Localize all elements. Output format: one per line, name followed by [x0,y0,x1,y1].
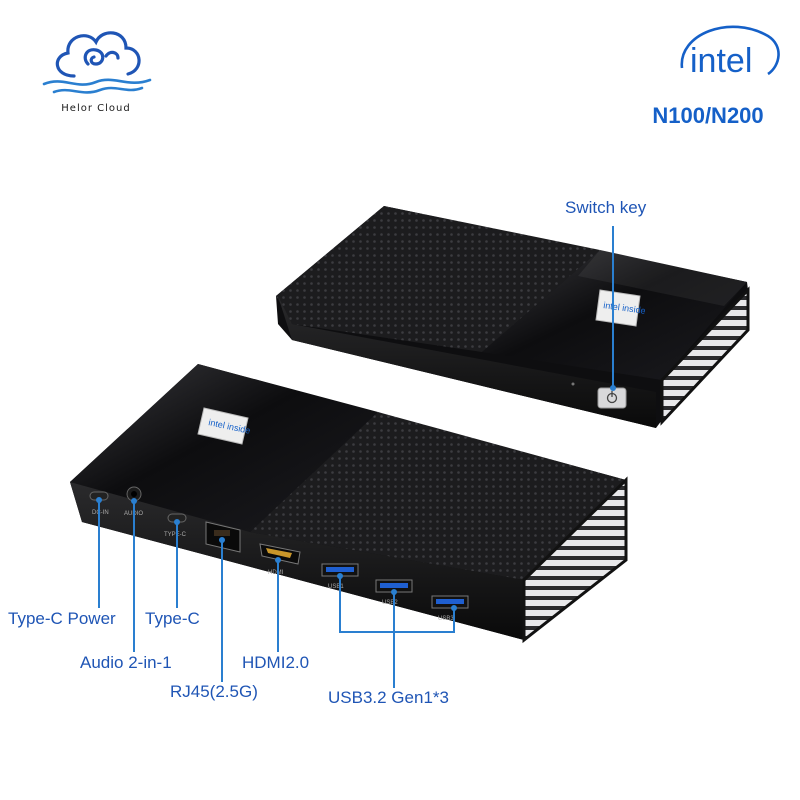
svg-text:HDMI: HDMI [268,570,284,576]
intel-swoosh-icon [680,25,780,76]
intel-logo: intel [676,20,780,94]
rj45-port [205,521,241,553]
svg-text:USB2: USB2 [382,600,398,606]
hdmi-label: HDMI2.0 [242,653,310,672]
callout-dots [96,385,616,611]
switch-key-label: Switch key [565,198,647,217]
brand-name: Helor Cloud [61,103,131,114]
intel-logo-text: intel [690,42,752,80]
svg-text:USB1: USB1 [328,584,344,590]
mini-pc-top-unit: intel inside [276,206,750,428]
brand-logo [36,20,156,102]
rj45-label: RJ45(2.5G) [170,682,258,701]
usb-label: USB3.2 Gen1*3 [328,688,449,707]
svg-text:USB3: USB3 [438,616,454,622]
svg-text:TYPE-C: TYPE-C [164,532,187,538]
svg-text:DC-IN: DC-IN [92,510,109,516]
usb-port-3: USB3 [431,595,469,622]
mini-pc-front-unit: intel inside DC-IN AUDIO TYPE-C HDMI [70,364,628,644]
type-c-label: Type-C [145,609,200,628]
intel-inside-badge-front: intel inside [197,407,251,445]
audio-label: Audio 2-in-1 [80,653,172,672]
chip-models: N100/N200 [652,103,764,128]
usb-port-1: USB1 [321,563,359,590]
callout-lines [98,226,614,688]
hdmi-port: HDMI [259,543,301,576]
power-button[interactable] [597,387,627,409]
type-c-power-port: DC-IN [89,491,109,516]
type-c-power-label: Type-C Power [8,609,116,628]
brand-cloud-icon [42,31,152,94]
